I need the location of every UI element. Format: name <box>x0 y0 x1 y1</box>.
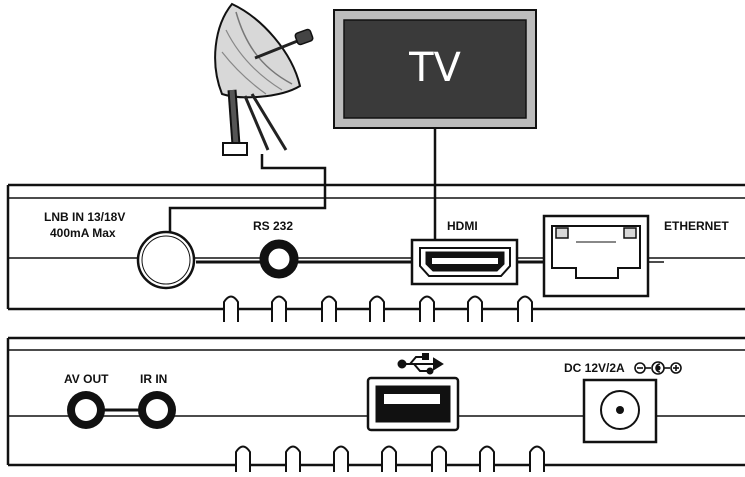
tv-monitor <box>333 9 537 129</box>
usb-port <box>366 376 460 432</box>
dc-label: DC 12V/2A <box>564 361 625 375</box>
usb-icon <box>397 353 444 375</box>
hdmi-label: HDMI <box>447 219 478 233</box>
bottom-panel-feet <box>235 445 545 472</box>
lnb-in-label-line1: LNB IN 13/18V <box>44 210 126 224</box>
ir-in-label: IR IN <box>140 372 168 386</box>
ethernet-port <box>542 214 650 298</box>
av-out-label: AV OUT <box>64 372 109 386</box>
rs232-label: RS 232 <box>253 219 294 233</box>
hdmi-port <box>410 238 519 286</box>
lnb-in-port <box>136 230 196 290</box>
tv-label: TV <box>409 45 461 91</box>
av-out-port <box>67 391 105 429</box>
satellite-cable <box>168 154 327 238</box>
satellite-dish-icon <box>214 2 314 156</box>
lnb-in-label-line2: 400mA Max <box>50 226 116 240</box>
dc-power-port <box>582 378 658 444</box>
rs232-port <box>259 239 299 279</box>
ir-in-port <box>138 391 176 429</box>
top-panel-feet <box>223 295 533 322</box>
ethernet-label: ETHERNET <box>664 219 729 233</box>
dc-polarity-icon <box>634 361 682 375</box>
